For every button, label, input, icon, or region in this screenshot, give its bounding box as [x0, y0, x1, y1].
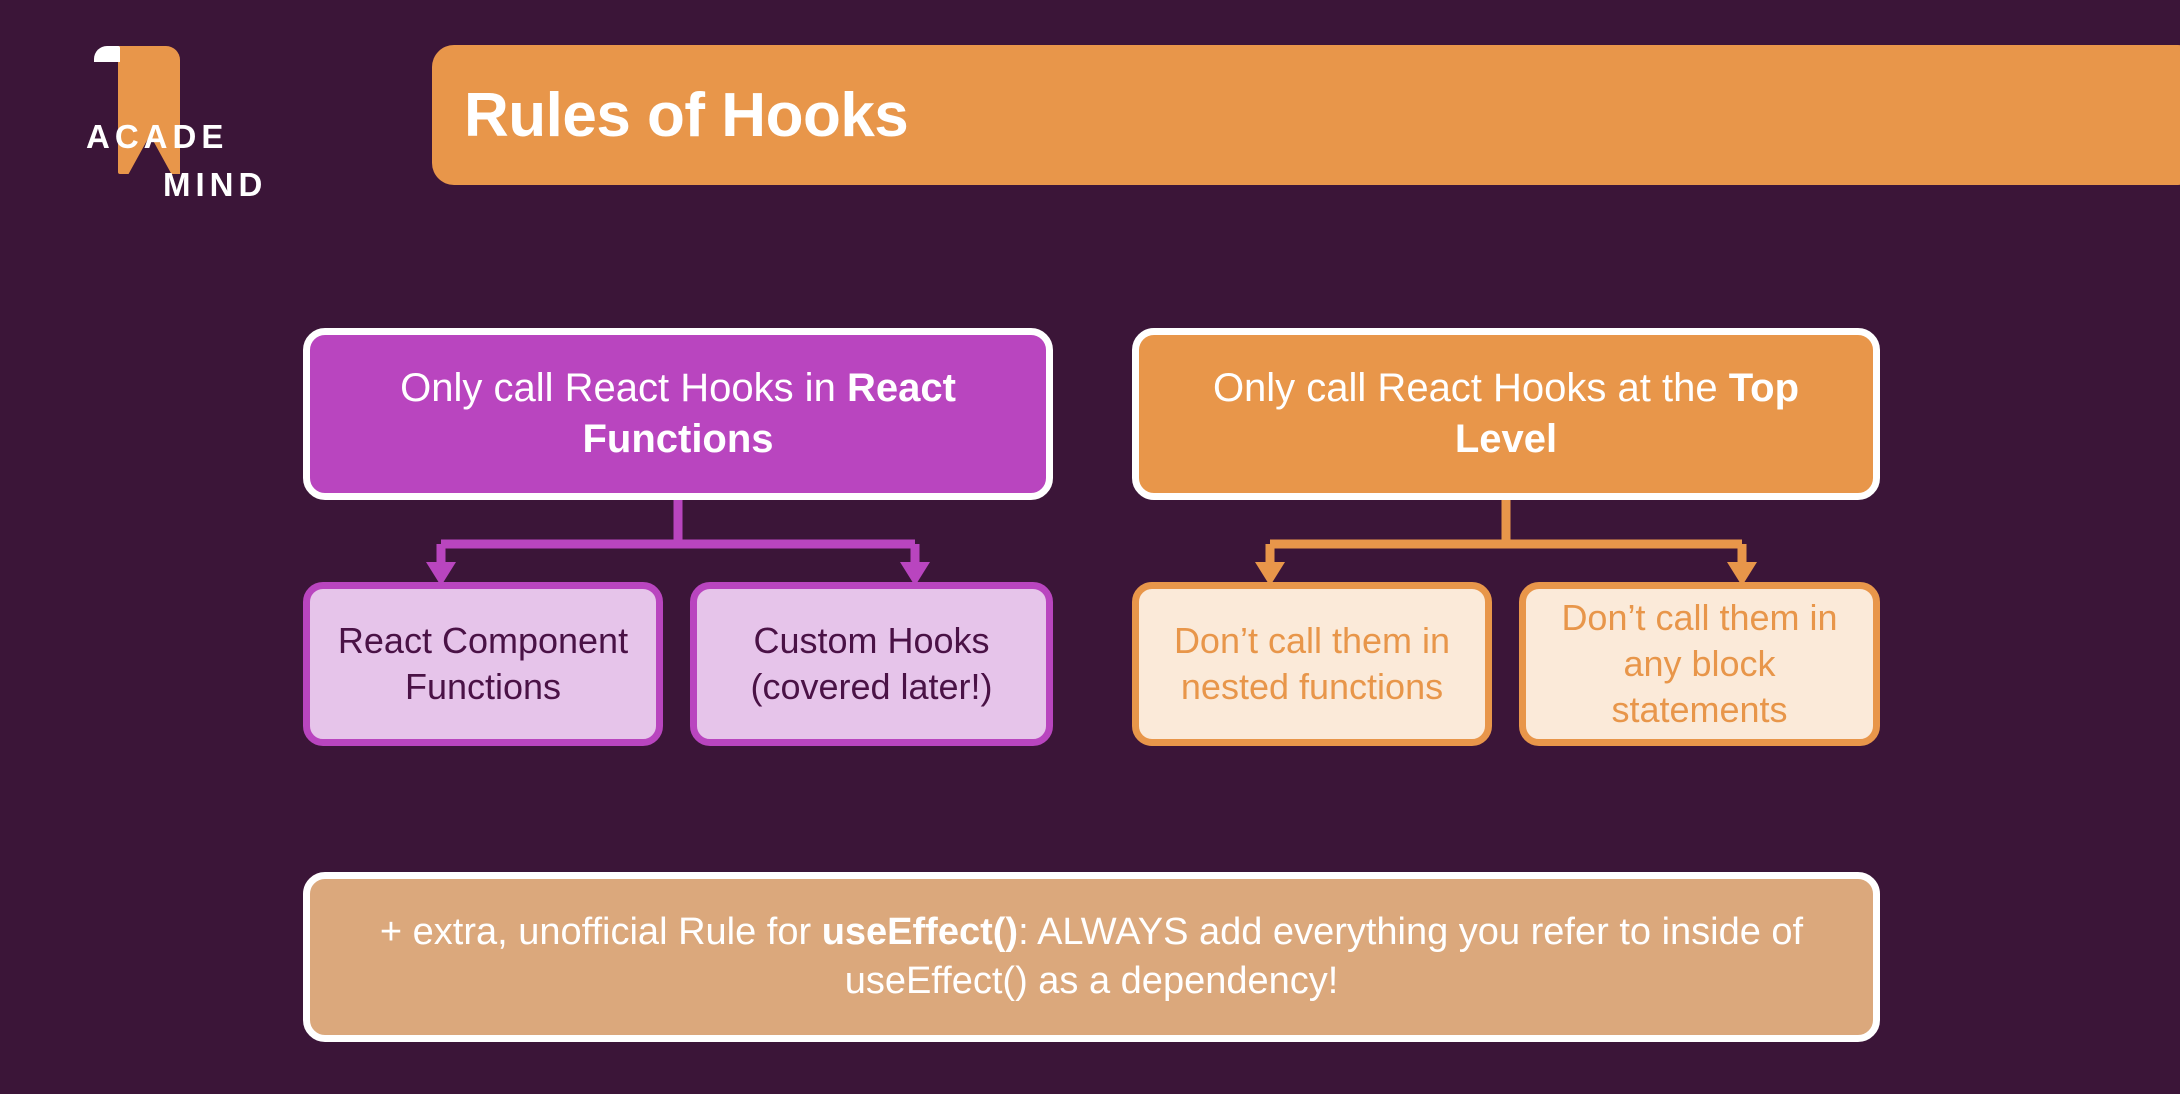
sub-card-block-statements: Don’t call them in any block statements: [1519, 582, 1880, 746]
rule-text-lead: Only call React Hooks in: [400, 365, 847, 410]
page-title: Rules of Hooks: [464, 80, 909, 150]
sub-card-react-component-functions-text: React Component Functions: [337, 619, 629, 707]
sub-card-custom-hooks-text: Custom Hooks (covered later!): [750, 619, 993, 707]
rule-card-react-functions: Only call React Hooks in React Functions: [303, 328, 1053, 500]
extra-rule-tail: : ALWAYS add everything you refer to ins…: [844, 911, 1804, 1002]
connector-fork-react-functions: [426, 500, 930, 586]
rule-text-emphasis: Top Level: [1454, 365, 1800, 461]
sub-card-block-statements-text: Don’t call them in any block statements: [1561, 596, 1838, 731]
academind-logo: ACADE MIND: [58, 40, 298, 201]
logo-text-line1: ACADE: [86, 118, 229, 155]
rule-card-top-level-text: Only call React Hooks at the Top Level: [1139, 363, 1873, 465]
sub-card-nested-functions: Don’t call them in nested functions: [1132, 582, 1492, 746]
logo-text-line2: MIND: [163, 166, 268, 203]
slide-title-bar: Rules of Hooks: [432, 45, 2180, 185]
rule-card-top-level: Only call React Hooks at the Top Level: [1132, 328, 1880, 500]
extra-rule-text: + extra, unofficial Rule for useEffect()…: [310, 908, 1873, 1005]
connector-fork-top-level: [1255, 500, 1757, 586]
bookmark-icon: [94, 46, 180, 175]
extra-rule-card: + extra, unofficial Rule for useEffect()…: [303, 872, 1880, 1042]
sub-card-nested-functions-text: Don’t call them in nested functions: [1173, 619, 1451, 707]
sub-card-custom-hooks: Custom Hooks (covered later!): [690, 582, 1053, 746]
extra-rule-lead: + extra, unofficial Rule for: [379, 911, 822, 954]
rule-text-emphasis: React Functions: [582, 365, 956, 461]
extra-rule-emphasis: useEffect(): [821, 911, 1019, 954]
rule-card-react-functions-text: Only call React Hooks in React Functions: [310, 363, 1046, 465]
rule-text-lead: Only call React Hooks at the: [1212, 365, 1729, 410]
sub-card-react-component-functions: React Component Functions: [303, 582, 663, 746]
